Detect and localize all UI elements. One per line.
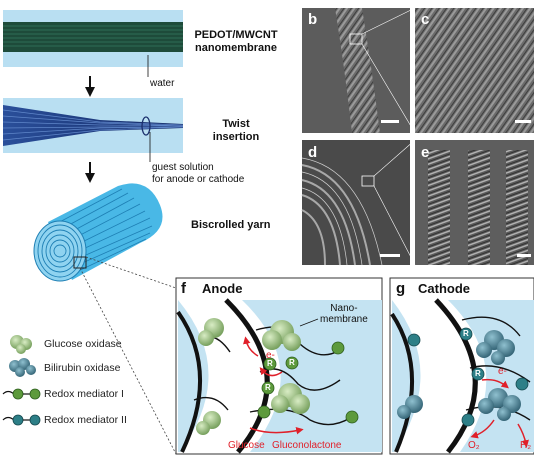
anode-title: Anode [202,281,243,296]
sem-panel-d [301,140,410,266]
nano-label-line1: Nano- [330,303,358,314]
panel-letter-c: c [421,11,430,28]
glucose-oxidase-icon [10,335,32,354]
legend-label-glucose-oxidase: Glucose oxidase [44,338,122,350]
anode-enzyme-glucose-oxidase [196,318,224,435]
twist-step [2,98,184,162]
bilirubin-oxidase-icon [9,358,36,377]
twist-label-line2: insertion [212,131,260,143]
anode-panel [175,277,383,455]
sem-panel-c [361,7,534,134]
twist-label-line1: Twist [222,118,250,130]
cathode-enzyme-bilirubin-oxidase [476,330,515,365]
anode-enzyme-glucose-oxidase [271,383,310,414]
anode-substrate-label: Glucose [228,440,265,451]
panel-letter-d: d [308,144,318,161]
twist-rotation-icon [141,116,151,136]
cathode-substrate-label: O₂ [468,440,480,451]
biscrolled-yarn-illustration [33,183,177,455]
anode-product-label: Gluconolactone [272,440,342,451]
panel-letter-e: e [421,144,430,161]
anode-mediator-label: R [289,358,295,367]
legend-label-bilirubin-oxidase: Bilirubin oxidase [44,362,121,374]
water-label: water [150,78,175,89]
anode-electron-label: e- [266,350,275,361]
cathode-mediator-label: R [463,329,469,338]
cathode-mediator-label: R [475,369,481,378]
cathode-title: Cathode [418,281,470,296]
cathode-electron-label: e- [498,366,507,377]
nano-label-line2: membrane [320,314,368,325]
guest-label-line1: guest solution [152,162,214,173]
redox-mediator-2-icon [2,414,41,426]
anode-nanomembrane-wall [224,298,270,454]
sem-panel-e [373,139,534,266]
legend-label-redox-mediator-1: Redox mediator I [44,388,124,400]
cathode-enzyme-bilirubin-oxidase [397,395,423,419]
membrane-label-line1: PEDOT/MWCNT [194,29,278,41]
cathode-product-label: H₂ [520,440,532,451]
legend-label-redox-mediator-2: Redox mediator II [44,414,127,426]
anode-enzyme-glucose-oxidase [262,320,301,351]
guest-label-line2: for anode or cathode [152,174,245,185]
cathode-panel [389,277,534,455]
twist-label: Twist insertion [206,118,266,144]
anode-mediator-label: R [267,359,273,368]
nano-membrane-label: Nano- membrane [320,303,368,325]
membrane-label-line2: nanomembrane [195,42,277,54]
cathode-enzyme-bilirubin-oxidase [478,388,521,421]
panel-letter-b: b [308,11,318,28]
guest-solution-label: guest solution for anode or cathode [152,162,244,186]
nanomembrane-step [3,10,183,77]
redox-mediator-1-icon [2,388,41,400]
sem-panel-b [302,8,410,133]
yarn-label: Biscrolled yarn [191,219,271,231]
membrane-label: PEDOT/MWCNT nanomembrane [188,29,284,55]
panel-letter-g: g [396,280,406,297]
anode-mediator-label: R [265,383,271,392]
panel-letter-f: f [181,280,186,297]
